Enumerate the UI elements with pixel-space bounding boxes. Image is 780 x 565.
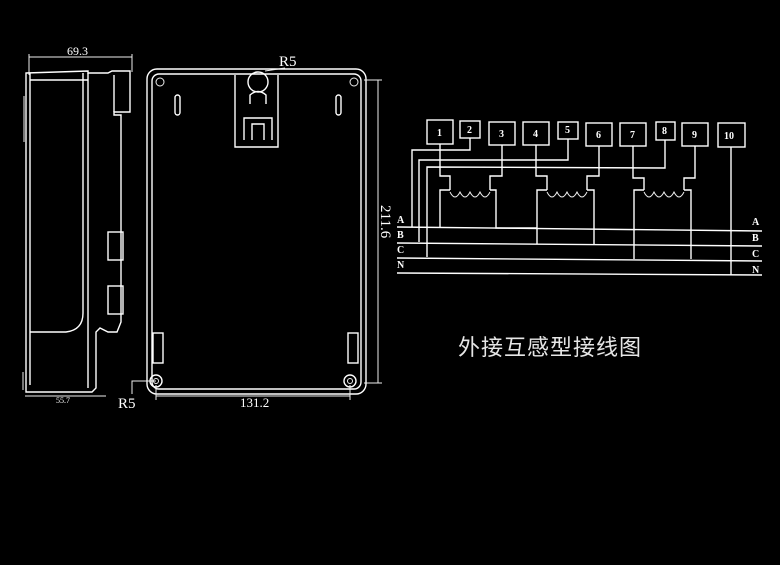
line-label-left-a: A (397, 215, 405, 226)
side-view: 69.3 55.7 (22, 44, 133, 405)
terminal-4: 4 (533, 129, 538, 140)
line-label-left-b: B (397, 230, 404, 241)
line-label-right-c: C (752, 249, 759, 260)
terminal-1: 1 (437, 128, 442, 139)
dim-top-radius: R5 (279, 54, 297, 70)
line-label-left-n: N (397, 260, 405, 271)
back-view: R5 R5 131.2 211.6 (118, 54, 393, 412)
terminal-8: 8 (662, 126, 667, 137)
terminal-10: 10 (724, 131, 734, 142)
line-label-right-n: N (752, 265, 760, 276)
wiring-diagram: 1 2 3 4 5 6 7 8 9 10 A B C N A (396, 119, 763, 276)
terminal-9: 9 (692, 130, 697, 141)
dim-height: 211.6 (377, 205, 393, 239)
dim-side-bottom: 55.7 (56, 396, 70, 405)
dim-bottom-radius: R5 (118, 396, 136, 412)
line-label-left-c: C (397, 245, 404, 256)
terminal-7: 7 (630, 130, 635, 141)
terminal-6: 6 (596, 130, 601, 141)
line-label-right-a: A (752, 217, 760, 228)
terminal-3: 3 (499, 129, 504, 140)
dim-side-width: 69.3 (67, 44, 88, 58)
terminal-2: 2 (467, 125, 472, 136)
terminal-5: 5 (565, 125, 570, 136)
dim-hole-spacing: 131.2 (240, 395, 269, 410)
line-label-right-b: B (752, 233, 759, 244)
diagram-caption: 外接互感型接线图 (458, 336, 643, 361)
